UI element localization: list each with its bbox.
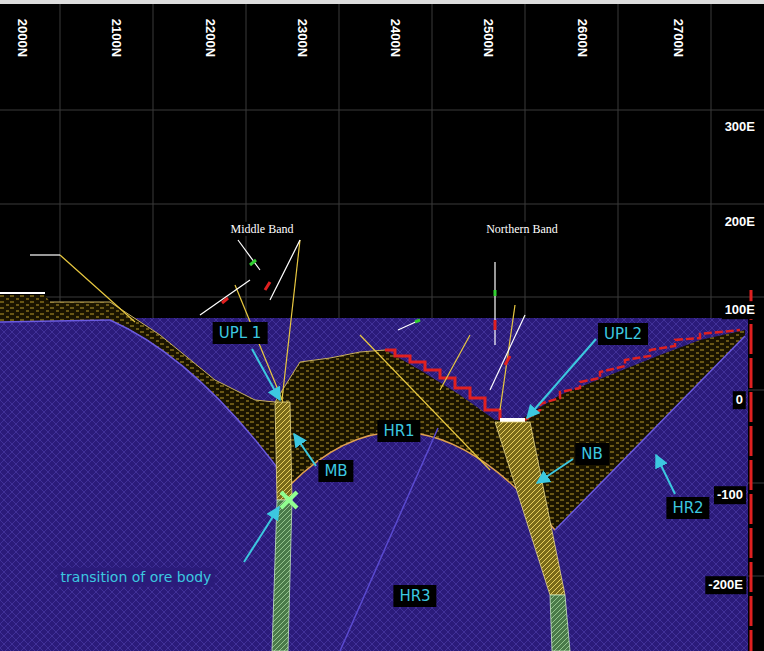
callout-label: UPL 1 — [213, 322, 268, 344]
grid-label: 2000N — [12, 16, 32, 60]
grid-label: 2200N — [200, 16, 220, 60]
grid-label: 300E — [722, 118, 758, 136]
grid-label: 2400N — [385, 16, 405, 60]
grid-label: 2500N — [478, 16, 498, 60]
grid-label: -200E — [705, 576, 746, 594]
grid-label: 100E — [722, 301, 758, 319]
callout-label: HR3 — [393, 585, 436, 607]
callout-note: transition of ore body — [58, 568, 215, 587]
grid-label: 200E — [722, 213, 758, 231]
band-name: Middle Band — [229, 222, 296, 236]
grid-label: 2300N — [292, 16, 312, 60]
callout-label: NB — [575, 443, 609, 465]
band-name: Northern Band — [484, 222, 560, 236]
callout-label: HR1 — [377, 420, 420, 442]
grid-label: 2100N — [106, 16, 126, 60]
callout-label: HR2 — [666, 497, 709, 519]
grid-label: 0 — [733, 391, 746, 409]
grid-label: -100 — [714, 486, 746, 504]
callout-label: UPL2 — [598, 323, 648, 345]
grid-label: 2700N — [668, 16, 688, 60]
callout-label: MB — [318, 460, 353, 482]
grid-label: 2600N — [572, 16, 592, 60]
